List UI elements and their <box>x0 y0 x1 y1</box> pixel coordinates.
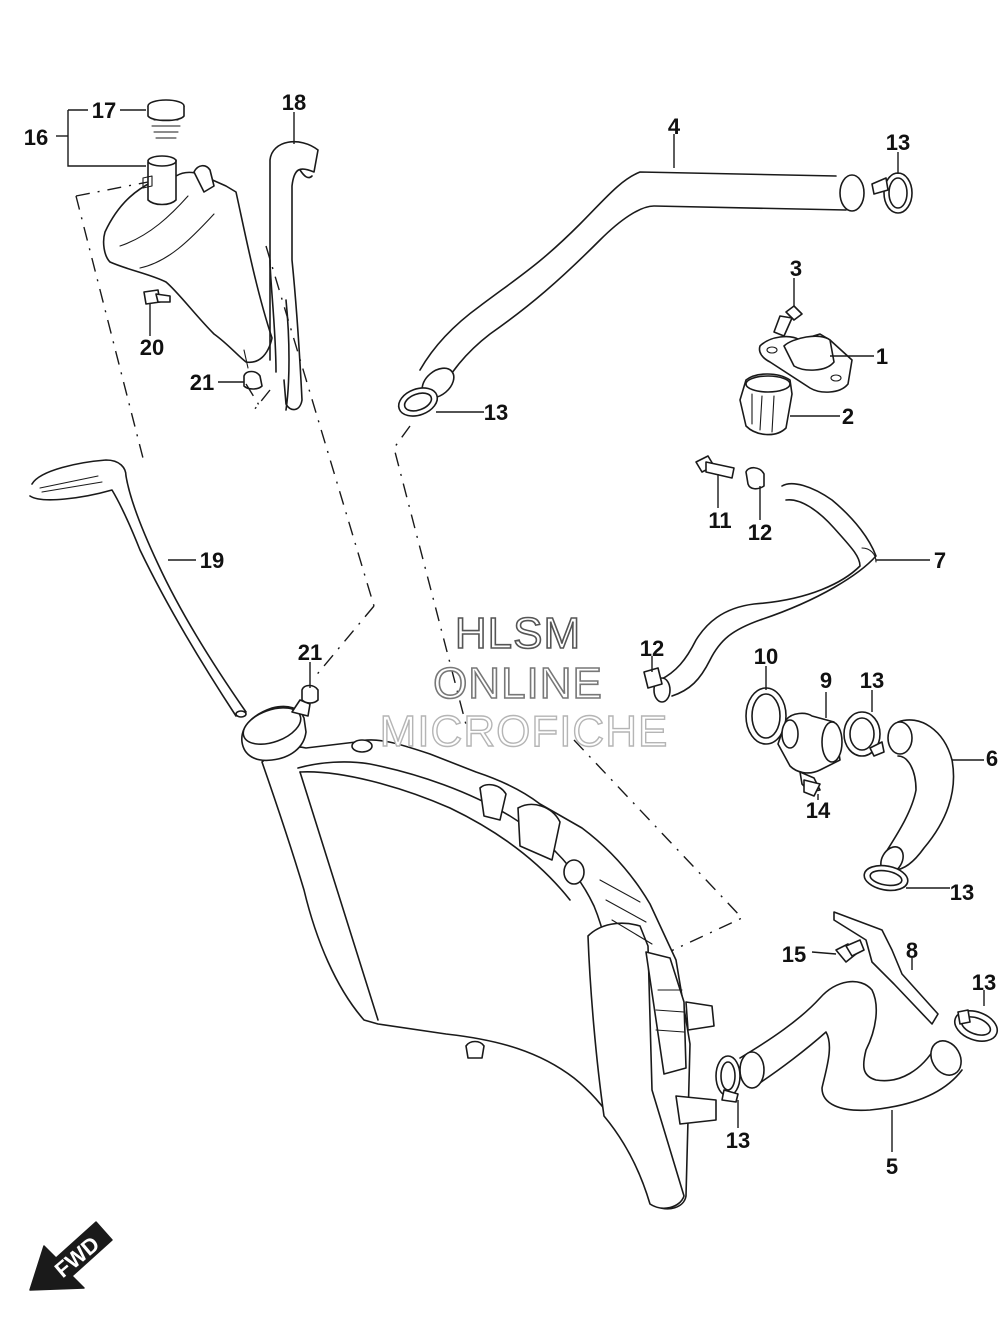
watermark: HLSM ONLINE MICROFICHE <box>379 608 669 757</box>
callout-8: 8 <box>906 938 918 963</box>
reservoir-tank <box>102 155 273 369</box>
bolt-11 <box>695 455 735 479</box>
callout-16: 16 <box>24 125 48 150</box>
callout-13-lower-right: 13 <box>950 880 974 905</box>
callout-20: 20 <box>140 335 164 360</box>
callout-13-top-left: 13 <box>484 400 508 425</box>
reservoir-cap <box>147 99 185 139</box>
radiator-cap <box>241 699 311 762</box>
hose-clip-upper <box>243 370 263 390</box>
hose-6 <box>880 719 955 874</box>
callout-13-mid: 13 <box>860 668 884 693</box>
callout-labels: 17 16 18 20 21 19 21 4 13 13 3 1 2 11 12… <box>24 90 998 1179</box>
o-ring <box>745 687 787 745</box>
callout-9: 9 <box>820 668 832 693</box>
callout-18: 18 <box>282 90 306 115</box>
callout-21-lower: 21 <box>298 640 322 665</box>
leader-lines <box>56 109 985 1152</box>
watermark-line-1: HLSM <box>455 609 581 658</box>
callout-7: 7 <box>934 548 946 573</box>
hose-clamp-13-lower-right <box>863 864 909 892</box>
hose-clamp-13-top-left <box>397 387 439 417</box>
thermostat-cover <box>758 333 853 393</box>
callout-6: 6 <box>986 746 998 771</box>
hose-clip-lower <box>301 684 319 704</box>
callout-5: 5 <box>886 1154 898 1179</box>
callout-13-top-right: 13 <box>886 130 910 155</box>
fwd-arrow-icon: FWD <box>29 1221 113 1291</box>
water-outlet-fitting <box>777 712 843 774</box>
hose-19 <box>29 459 247 718</box>
hose-5 <box>739 980 963 1112</box>
hose-18 <box>269 141 319 411</box>
hose-clamp-13-far-right <box>953 1009 999 1042</box>
hose-clamp-13-bottom <box>715 1055 741 1103</box>
callout-21-upper: 21 <box>190 370 214 395</box>
callout-19: 19 <box>200 548 224 573</box>
callout-13-far-right: 13 <box>972 970 996 995</box>
tank-bolt <box>143 289 171 305</box>
callout-4: 4 <box>668 114 681 139</box>
clip-12-lower <box>643 667 663 689</box>
callout-17: 17 <box>92 98 116 123</box>
bolt-15 <box>835 939 865 963</box>
thermostat-bolt <box>773 305 803 337</box>
clip-12-upper <box>745 466 765 490</box>
watermark-line-3: MICROFICHE <box>380 707 669 756</box>
callout-2: 2 <box>842 404 854 429</box>
bolt-14 <box>799 771 821 797</box>
callout-15: 15 <box>782 942 806 967</box>
radiator <box>261 739 717 1210</box>
callout-12-upper: 12 <box>748 520 772 545</box>
callout-11: 11 <box>708 508 731 533</box>
callout-12-lower: 12 <box>640 636 664 661</box>
callout-10: 10 <box>754 644 778 669</box>
callout-13-bottom: 13 <box>726 1128 750 1153</box>
hose-clamp-13-top-right <box>871 172 913 214</box>
watermark-line-2: ONLINE <box>433 659 603 708</box>
callout-14: 14 <box>806 798 831 823</box>
hose-7 <box>653 482 877 703</box>
hose-clamp-13-mid <box>843 711 885 757</box>
thermostat <box>739 373 793 436</box>
hose-bracket <box>833 911 939 1025</box>
callout-3: 3 <box>790 256 802 281</box>
callout-1: 1 <box>876 344 888 369</box>
